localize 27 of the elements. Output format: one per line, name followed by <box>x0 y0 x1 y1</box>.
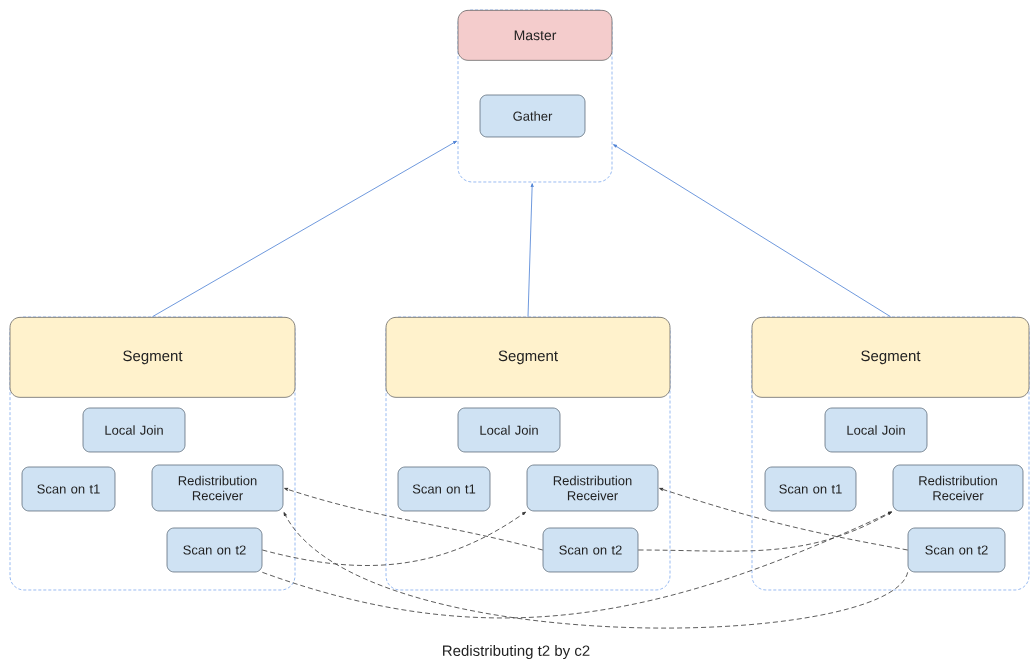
arrow <box>527 183 534 318</box>
arrow <box>284 487 544 551</box>
process-box: Scan on t2 <box>166 527 263 573</box>
process-box: Redistribution Receiver <box>151 464 284 512</box>
arrow <box>283 512 909 629</box>
process-box: Local Join <box>457 407 561 453</box>
process-box: Redistribution Receiver <box>526 464 659 512</box>
process-box: Scan on t1 <box>764 466 857 512</box>
process-box: Scan on t2 <box>542 527 639 573</box>
process-box: Local Join <box>824 407 928 453</box>
arrow <box>637 511 892 552</box>
arrow <box>613 144 891 318</box>
header-box: Segment <box>751 317 1030 398</box>
header-box: Master <box>457 10 613 61</box>
header-box: Segment <box>9 317 296 398</box>
arrow <box>261 511 892 618</box>
process-box: Scan on t1 <box>397 466 491 512</box>
process-box: Scan on t1 <box>21 466 116 512</box>
process-box: Gather <box>479 94 586 138</box>
process-box: Local Join <box>82 407 186 453</box>
arrow <box>261 511 526 566</box>
caption: Redistributing t2 by c2 <box>443 645 590 659</box>
process-box: Scan on t2 <box>907 527 1006 573</box>
header-box: Segment <box>385 317 671 398</box>
arrow <box>659 487 909 551</box>
process-box: Redistribution Receiver <box>892 464 1024 512</box>
arrow <box>152 140 457 318</box>
